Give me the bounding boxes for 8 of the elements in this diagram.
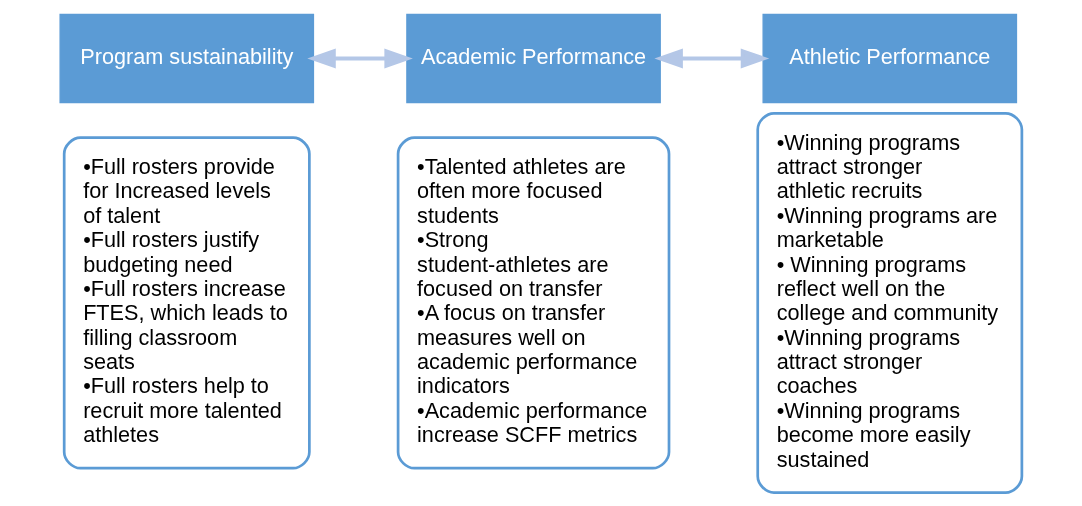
node-box: •Full rosters provide for Increased levels of talent •Full rosters justify budgeting need •Full rosters increase FTES, which leads to filling classroom seats •Full rosters help to recruit more talented athletes — [62, 135, 311, 470]
node-box: Program sustainability — [59, 13, 315, 103]
node-box: Athletic Performance — [762, 13, 1018, 103]
arrow — [307, 47, 413, 68]
arrow — [654, 47, 770, 68]
node-box: Academic Performance — [406, 13, 661, 103]
node-box: •Talented athletes are often more focused students •Strong student-athletes are focused on transfer •A focus on transfer measures well on academic performance indicators •Academic performance increase SCFF metrics — [396, 135, 671, 470]
node-box: •Winning programs attract stronger athletic recruits •Winning programs are marketable • Winning programs reflect well on the college and community •Winning programs attract stronger coaches •Winning programs become more easily sustained — [756, 111, 1024, 494]
